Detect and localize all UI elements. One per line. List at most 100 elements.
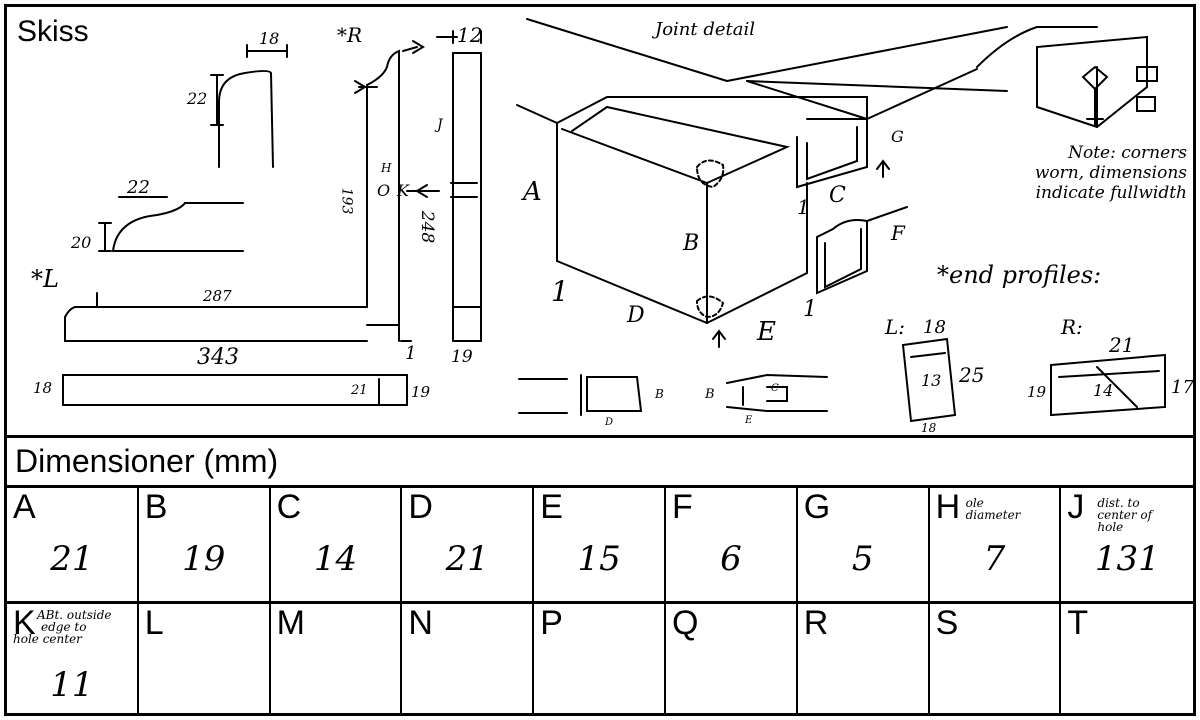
dimension-cell-e[interactable]: E 15	[534, 487, 666, 601]
dimension-letter: S	[935, 604, 959, 642]
r-profile-14: 14	[1093, 381, 1114, 400]
r-profile-label: R:	[1061, 315, 1083, 339]
dim-mid-20: 20	[71, 233, 92, 252]
dimension-letter: N	[408, 604, 433, 642]
dimension-letter: E	[540, 488, 563, 526]
joint-one-b: 1	[797, 195, 810, 219]
dimension-note-line: center of	[1097, 508, 1153, 522]
grid-row-divider	[7, 601, 1193, 604]
dimension-value: 19	[182, 539, 226, 579]
dimension-value: 21	[50, 539, 94, 579]
dim-bot-21: 21	[351, 383, 368, 398]
dimension-letter: H	[935, 488, 961, 526]
l-profile-13: 13	[921, 371, 942, 390]
star-r-label: *R	[337, 23, 363, 47]
dim-r-12: 12	[457, 23, 483, 47]
dimension-cell-l[interactable]: L	[139, 603, 271, 713]
sketch-area: Skiss Joint detail Note: corners worn, d…	[7, 7, 1194, 435]
dim-bot-19: 19	[411, 383, 431, 401]
joint-label-a: A	[523, 177, 542, 207]
joint-one-d: 1	[405, 343, 417, 364]
dimension-note-line: ole	[965, 496, 984, 510]
dimension-cell-n[interactable]: N	[402, 603, 535, 713]
mark-h: H	[381, 161, 392, 175]
form-frame: Skiss Joint detail Note: corners worn, d…	[4, 4, 1196, 716]
dim-bot-18: 18	[33, 379, 53, 397]
l-profile-25: 25	[959, 363, 985, 387]
dimension-letter: M	[276, 604, 305, 642]
dimensions-header-divider	[7, 485, 1193, 488]
dimensions-title: Dimensioner (mm)	[15, 443, 279, 479]
dimension-cell-p[interactable]: P	[534, 603, 666, 713]
dimension-note-line: hole center	[13, 632, 82, 646]
corner-note: Note: corners worn, dimensions indicate …	[997, 143, 1187, 203]
sketch-drawing	[62, 18, 1166, 423]
dimension-note-line: dist. to	[1097, 496, 1140, 510]
corner-note-line-3: indicate fullwidth	[1035, 183, 1187, 203]
dimension-cell-t[interactable]: T	[1061, 603, 1193, 713]
dimension-letter: P	[540, 604, 563, 642]
dimension-note-line: hole	[1097, 520, 1124, 534]
dim-top-22: 22	[187, 89, 208, 108]
star-l-label: *L	[31, 265, 59, 293]
mark-o: O	[377, 181, 391, 200]
dimension-letter: A	[13, 488, 36, 526]
dimension-letter: D	[408, 488, 433, 526]
dim-287: 287	[203, 287, 232, 305]
dimension-cell-d[interactable]: D 21	[402, 487, 535, 601]
dim-343: 343	[197, 345, 239, 370]
dimension-letter: T	[1067, 604, 1089, 642]
l-profile-18: 18	[923, 317, 946, 338]
l-profile-18b: 18	[921, 421, 937, 435]
section-b2: B	[705, 387, 715, 402]
dimension-note-line: diameter	[965, 508, 1021, 522]
joint-label-g: G	[891, 127, 904, 146]
section-b: B	[655, 387, 664, 401]
dimension-cell-s[interactable]: S	[930, 603, 1062, 713]
joint-label-e: E	[757, 317, 776, 347]
dim-248: 248	[417, 210, 438, 244]
dimension-letter: R	[803, 604, 829, 642]
r-profile-21: 21	[1109, 333, 1135, 357]
sketch-title: Skiss	[17, 15, 89, 48]
dimension-value: 14	[313, 539, 358, 579]
dimension-cell-r[interactable]: R	[798, 603, 930, 713]
r-profile-17: 17	[1171, 377, 1194, 398]
joint-one-a: 1	[551, 275, 569, 308]
dim-mid-22: 22	[127, 177, 150, 198]
dimension-value: 11	[50, 665, 94, 705]
dimension-cell-m[interactable]: M	[271, 603, 403, 713]
dimension-cell-c[interactable]: C 14	[271, 487, 403, 601]
dimension-value: 21	[445, 539, 489, 579]
corner-note-line-1: Note: corners	[1068, 143, 1187, 163]
dimension-value: 7	[983, 539, 1006, 579]
dim-r-19: 19	[451, 347, 473, 367]
section-d: D	[605, 417, 614, 428]
joint-label-b: B	[683, 231, 700, 256]
dimension-letter: C	[276, 488, 302, 526]
joint-label-d: D	[627, 303, 645, 328]
joint-label-c: C	[829, 183, 846, 208]
joint-label-f: F	[891, 221, 905, 245]
corner-note-line-2: worn, dimensions	[1034, 163, 1187, 183]
section-e: E	[745, 415, 753, 426]
dimension-cell-q[interactable]: Q	[666, 603, 798, 713]
dimension-letter: J	[1067, 488, 1085, 526]
dimension-letter: Q	[672, 604, 699, 642]
joint-detail-label: Joint detail	[655, 19, 756, 40]
dim-top-18: 18	[259, 29, 280, 48]
dimension-cell-a[interactable]: A 21	[7, 487, 139, 601]
sketch-divider	[7, 435, 1193, 438]
dimension-value: 15	[577, 539, 621, 579]
section-c: C	[771, 383, 779, 394]
dimension-letter: K	[13, 604, 36, 642]
